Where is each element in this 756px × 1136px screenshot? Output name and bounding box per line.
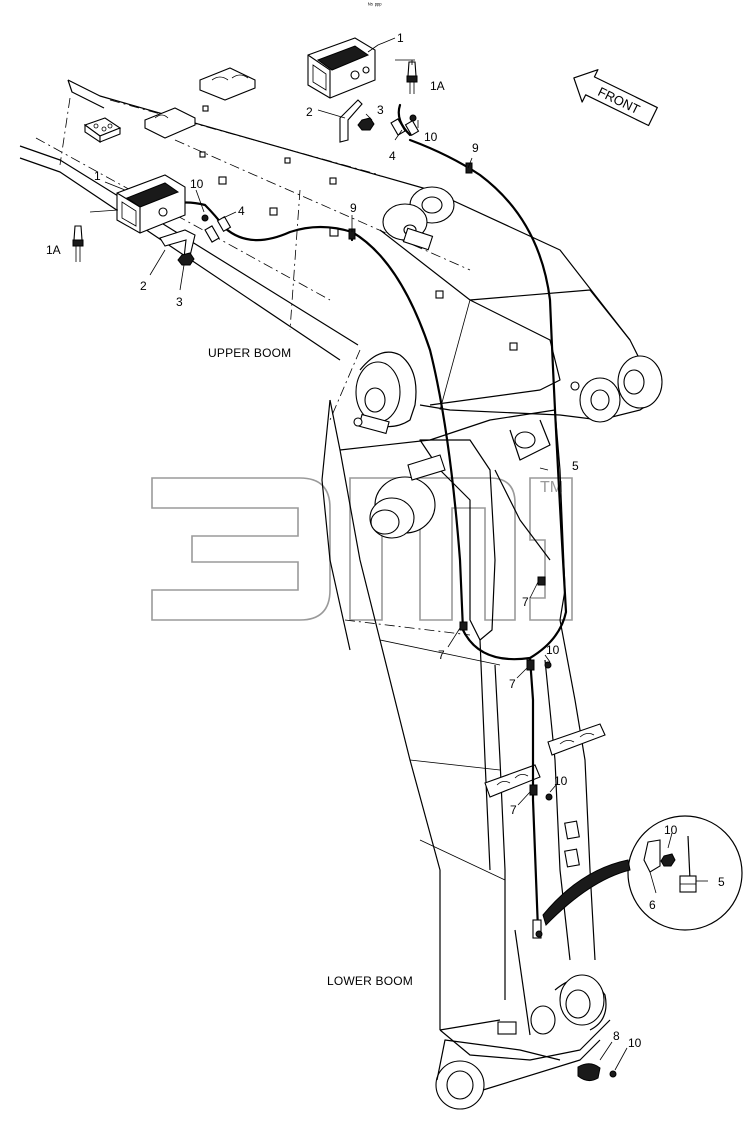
callout-1a-left: 1A — [46, 243, 61, 257]
callout-2: 2 — [306, 105, 313, 119]
callout-3: 3 — [377, 103, 384, 117]
lower-boom-label: LOWER BOOM — [327, 974, 413, 988]
detail-view — [542, 815, 743, 931]
callout-3-left: 3 — [176, 295, 183, 309]
callout-7-a: 7 — [522, 595, 529, 609]
callout-8: 8 — [613, 1029, 620, 1043]
callout-6: 6 — [649, 898, 656, 912]
callout-9: 9 — [472, 141, 479, 155]
upper-boom-label: UPPER BOOM — [208, 346, 291, 360]
callout-10-c: 10 — [546, 643, 560, 657]
callout-1a: 1A — [430, 79, 445, 93]
upper-boom — [19, 67, 663, 435]
page-mark: ᴺ⁵ ᵖᵖᵖ — [368, 2, 382, 9]
wiring-harness — [168, 103, 568, 939]
front-direction-arrow: FRONT — [573, 69, 658, 127]
bolt-10-e — [609, 1070, 617, 1078]
callout-5: 5 — [572, 459, 579, 473]
callout-4-left: 4 — [238, 204, 245, 218]
bracket-upper — [339, 99, 363, 143]
callout-10-detail: 10 — [664, 823, 678, 837]
callout-10: 10 — [424, 130, 438, 144]
callout-9-left: 9 — [350, 201, 357, 215]
callout-4: 4 — [389, 149, 396, 163]
callout-7-b: 7 — [438, 648, 445, 662]
callout-7-d: 7 — [510, 803, 517, 817]
work-light-upper — [307, 37, 376, 99]
lower-boom — [321, 399, 611, 1110]
nut-left — [177, 252, 195, 266]
callout-7-c: 7 — [509, 677, 516, 691]
bulb-upper — [406, 61, 418, 94]
bulb-left — [72, 225, 84, 262]
callout-labels: 1 1A 2 3 4 10 9 1 10 4 9 1A 2 3 5 7 7 10… — [46, 31, 725, 1050]
callout-5-detail: 5 — [718, 875, 725, 889]
bolt-10-c — [544, 661, 552, 669]
work-light-left — [116, 174, 186, 234]
callout-10-left: 10 — [190, 177, 204, 191]
bolt-10-a — [409, 114, 417, 122]
bolt-10-b — [201, 214, 209, 222]
leader-lines — [89, 37, 708, 1071]
bolt-10-d — [545, 793, 553, 801]
callout-2-left: 2 — [140, 279, 147, 293]
watermark-tm: TM — [540, 479, 563, 496]
callout-1-left: 1 — [94, 169, 101, 183]
callout-1: 1 — [397, 31, 404, 45]
callout-10-e: 10 — [628, 1036, 642, 1050]
callout-10-d: 10 — [554, 774, 568, 788]
